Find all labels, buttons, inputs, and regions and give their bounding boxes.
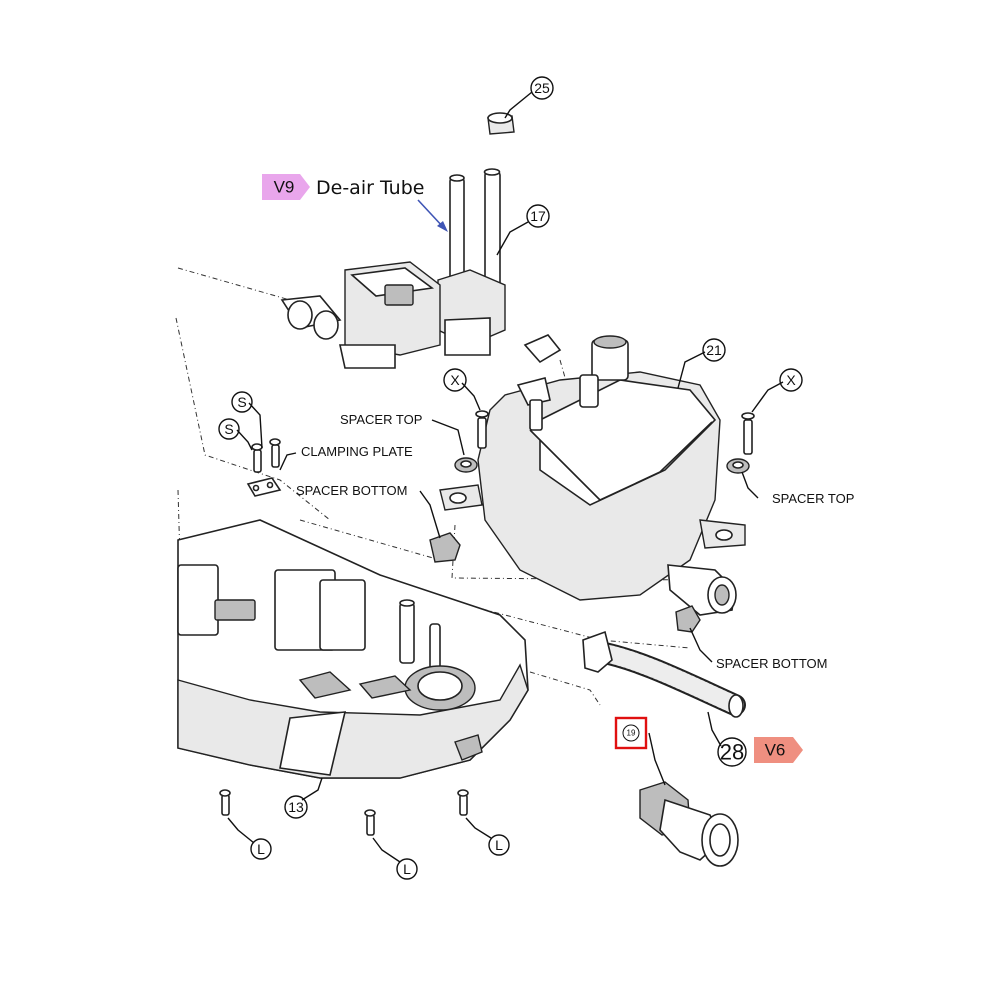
callout-s-bottom: S xyxy=(218,418,240,440)
deair-arrow xyxy=(417,199,448,232)
screw-l-2 xyxy=(364,809,376,836)
leader-lines xyxy=(227,91,784,863)
svg-text:V9: V9 xyxy=(274,178,295,197)
part-21-boiler-tank xyxy=(439,334,746,616)
svg-text:17: 17 xyxy=(530,208,546,224)
label-spacer-top-left: SPACER TOP xyxy=(340,412,422,427)
callout-17: 17 xyxy=(526,204,550,228)
svg-text:X: X xyxy=(786,372,796,388)
callout-l-1: L xyxy=(250,838,272,860)
callout-s-top: S xyxy=(231,391,253,413)
screw-s-2 xyxy=(269,438,281,468)
label-clamping-plate: CLAMPING PLATE xyxy=(301,444,413,459)
spacer-top-left-part xyxy=(454,457,478,473)
part-25-clip xyxy=(487,112,515,135)
spacer-bottom-left-part xyxy=(429,532,461,563)
clamping-plate-part xyxy=(246,477,282,497)
callout-19: 19 xyxy=(614,716,648,750)
screw-s-1 xyxy=(251,443,263,473)
svg-text:L: L xyxy=(257,841,265,857)
callout-28: 28 xyxy=(717,737,747,767)
label-spacer-bottom-right: SPACER BOTTOM xyxy=(716,656,827,671)
part-28-hose xyxy=(582,630,746,718)
svg-text:25: 25 xyxy=(534,80,550,96)
svg-text:28: 28 xyxy=(720,740,744,765)
callout-l-3: L xyxy=(488,834,510,856)
screw-l-3 xyxy=(457,789,469,816)
svg-text:L: L xyxy=(495,837,503,853)
label-spacer-top-right: SPACER TOP xyxy=(772,491,854,506)
callout-l-2: L xyxy=(396,858,418,880)
svg-text:S: S xyxy=(237,394,246,410)
label-deair-tube: De-air Tube xyxy=(316,177,424,199)
svg-text:13: 13 xyxy=(288,799,304,815)
screw-l-1 xyxy=(219,789,231,816)
callout-x-left: X xyxy=(443,368,467,392)
tag-v6: V6 xyxy=(754,737,803,763)
spacer-bottom-right-part xyxy=(675,605,701,633)
svg-text:21: 21 xyxy=(706,342,722,358)
part-19-fitting xyxy=(639,781,739,867)
svg-text:X: X xyxy=(450,372,460,388)
part-17-tube-assembly xyxy=(437,168,506,356)
part-13-housing xyxy=(177,519,529,779)
svg-text:19: 19 xyxy=(627,729,636,738)
callout-25: 25 xyxy=(530,76,554,100)
tag-v9: V9 xyxy=(262,174,310,200)
spacer-top-right-part xyxy=(726,458,750,474)
callout-x-right: X xyxy=(779,368,803,392)
screw-x-left xyxy=(475,410,489,449)
svg-text:V6: V6 xyxy=(765,741,786,760)
callout-21: 21 xyxy=(702,338,726,362)
callout-13: 13 xyxy=(284,795,308,819)
svg-text:S: S xyxy=(224,421,233,437)
label-spacer-bottom-left: SPACER BOTTOM xyxy=(296,483,407,498)
pump-body xyxy=(280,261,441,369)
screw-x-right xyxy=(741,412,755,455)
svg-text:L: L xyxy=(403,861,411,877)
